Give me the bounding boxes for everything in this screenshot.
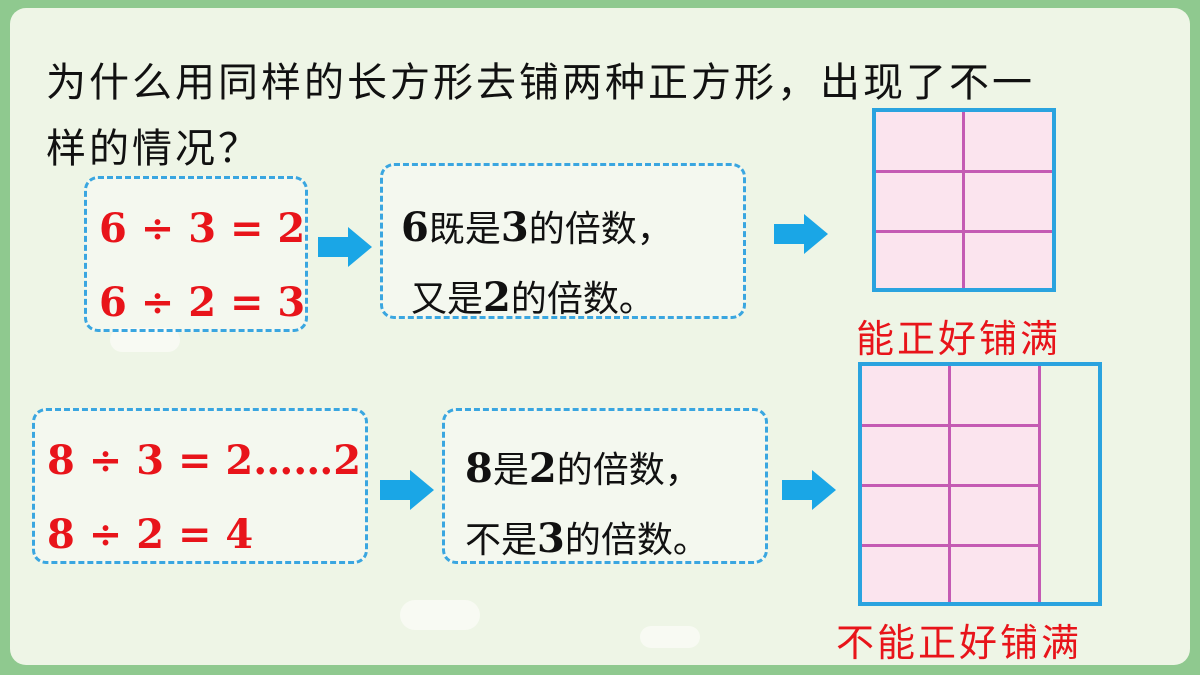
right-arrow-icon <box>782 470 836 510</box>
cloud-decoration <box>400 600 480 630</box>
statement-text: 不是 <box>465 520 538 561</box>
statement-box-6: 6既是3的倍数， 又是2的倍数。 <box>380 163 746 322</box>
statement-box-8: 8是2的倍数， 不是3的倍数。 <box>442 408 768 564</box>
cloud-decoration <box>640 626 700 648</box>
slide: 为什么用同样的长方形去铺两种正方形，出现了不一 样的情况？ 6 ÷ 3 = 2 … <box>10 8 1190 665</box>
grid-line <box>862 484 1040 487</box>
grid-line <box>962 112 965 288</box>
grid-line <box>876 170 1052 173</box>
equation-6-div-3: 6 ÷ 3 = 2 <box>99 205 306 252</box>
statement-number: 6 <box>401 204 429 251</box>
statement-text: 是 <box>492 450 529 491</box>
statement-text: 的倍数。 <box>510 279 655 320</box>
statement-text: 又是 <box>411 279 484 320</box>
equation-box-8: 8 ÷ 3 = 2……2 8 ÷ 2 = 4 <box>32 408 368 564</box>
statement-text: 的倍数。 <box>564 520 709 561</box>
question-text: 为什么用同样的长方形去铺两种正方形，出现了不一 样的情况？ <box>46 50 1146 182</box>
square-grid-6 <box>872 108 1056 292</box>
equation-6-div-2: 6 ÷ 2 = 3 <box>99 279 306 326</box>
right-arrow-icon <box>318 227 372 267</box>
grid-line <box>876 230 1052 233</box>
equation-box-6: 6 ÷ 3 = 2 6 ÷ 2 = 3 <box>84 176 308 332</box>
statement-text: 的倍数， <box>528 209 673 250</box>
question-line-1: 为什么用同样的长方形去铺两种正方形，出现了不一 <box>46 60 1035 106</box>
equation-8-div-3: 8 ÷ 3 = 2……2 <box>47 437 362 484</box>
right-arrow-icon <box>774 214 828 254</box>
statement-6-line-1: 6既是3的倍数， <box>401 200 673 252</box>
grid-line <box>862 544 1040 547</box>
cloud-decoration <box>110 328 180 352</box>
statement-text: 的倍数， <box>556 450 701 491</box>
caption-not-fits: 不能正好铺满 <box>836 621 1083 665</box>
equation-8-div-2: 8 ÷ 2 = 4 <box>47 511 254 558</box>
statement-number: 2 <box>528 445 557 492</box>
question-line-2: 样的情况？ <box>46 126 261 172</box>
statement-6-line-2: 又是2的倍数。 <box>411 270 655 322</box>
statement-text: 既是 <box>428 209 501 250</box>
statement-number: 3 <box>500 204 529 251</box>
caption-fits: 能正好铺满 <box>856 317 1062 361</box>
statement-number: 3 <box>537 515 565 562</box>
uncovered-strip <box>1041 366 1098 602</box>
square-grid-8 <box>858 362 1102 606</box>
statement-8-line-1: 8是2的倍数， <box>465 441 701 493</box>
right-arrow-icon <box>380 470 434 510</box>
statement-number: 2 <box>483 274 511 321</box>
statement-8-line-2: 不是3的倍数。 <box>465 511 709 563</box>
grid-line <box>862 424 1040 427</box>
statement-number: 8 <box>465 445 493 492</box>
